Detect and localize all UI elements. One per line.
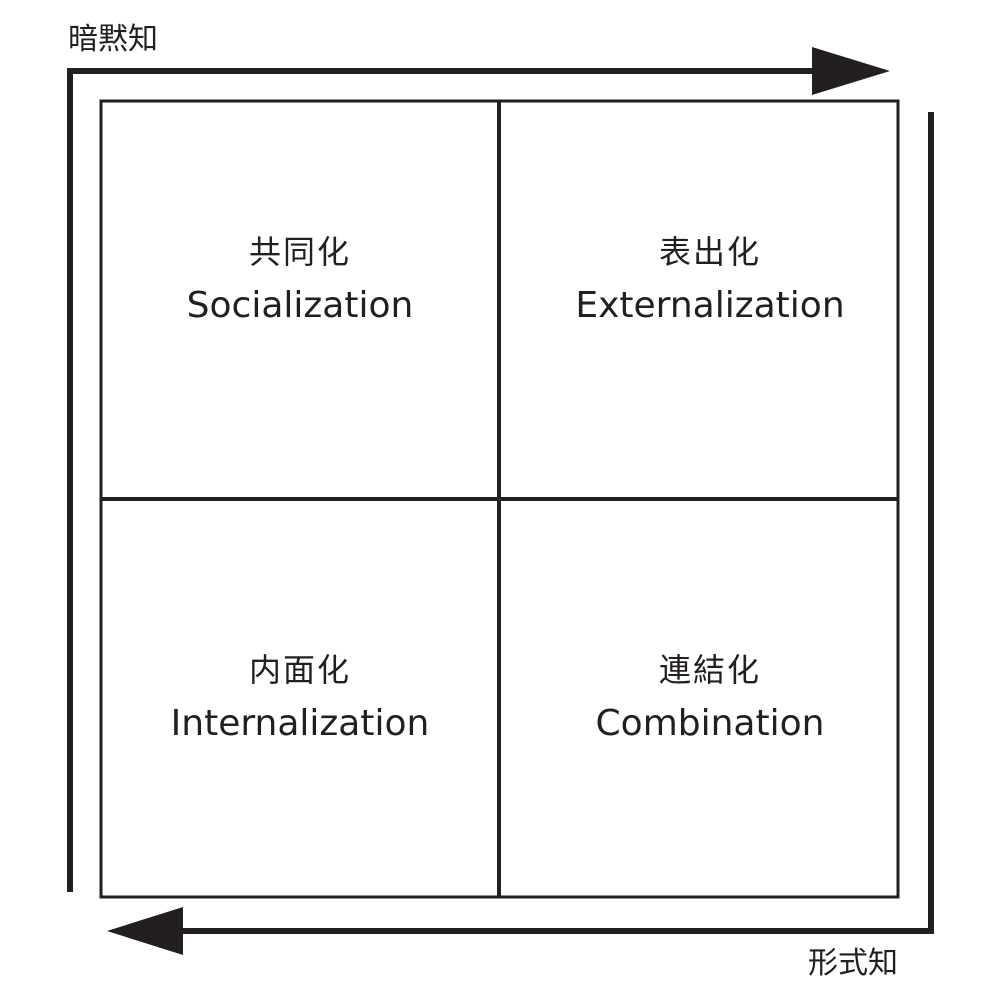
tacit-arrow-line bbox=[67, 68, 815, 892]
socialization-jp-label: 共同化 bbox=[248, 233, 351, 271]
explicit-arrow bbox=[107, 112, 934, 955]
internalization-en-label: Internalization bbox=[170, 703, 430, 744]
tacit-arrow bbox=[67, 47, 890, 892]
externalization-jp-label: 表出化 bbox=[658, 233, 761, 271]
socialization-en-label: Socialization bbox=[186, 285, 414, 326]
tacit-arrowhead bbox=[812, 47, 890, 95]
quadrant-socialization: 共同化 Socialization bbox=[150, 232, 450, 328]
combination-jp-label: 連結化 bbox=[658, 651, 761, 689]
quadrant-externalization: 表出化 Externalization bbox=[560, 232, 860, 328]
externalization-en-label: Externalization bbox=[575, 285, 845, 326]
quadrant-internalization: 内面化 Internalization bbox=[150, 650, 450, 746]
combination-en-label: Combination bbox=[595, 703, 825, 744]
quadrant-combination: 連結化 Combination bbox=[560, 650, 860, 746]
explicit-arrow-line bbox=[180, 112, 934, 934]
tacit-knowledge-label: 暗黙知 bbox=[68, 22, 158, 57]
explicit-arrowhead bbox=[107, 907, 183, 955]
explicit-knowledge-label: 形式知 bbox=[808, 946, 898, 981]
internalization-jp-label: 内面化 bbox=[248, 651, 351, 689]
